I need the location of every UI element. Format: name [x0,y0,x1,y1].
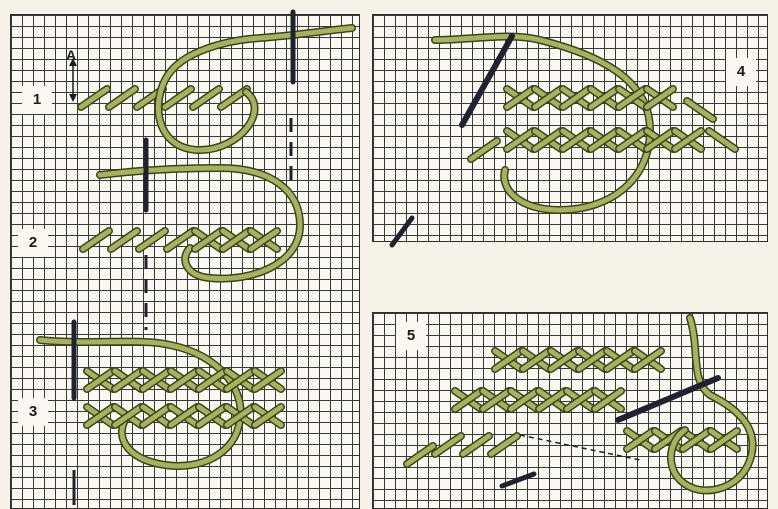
step5-stitches [407,318,753,490]
needle-icon [462,36,512,125]
step2-stitches [83,168,300,279]
step4-stitches [435,36,735,210]
direction-arrow-icon: A [66,47,77,102]
needle-tip-icon [392,218,412,245]
needle-tip-icon [502,474,534,486]
step1-stitches [81,28,352,150]
direction-marker-label: A [66,47,76,63]
needle-icon [618,378,718,420]
